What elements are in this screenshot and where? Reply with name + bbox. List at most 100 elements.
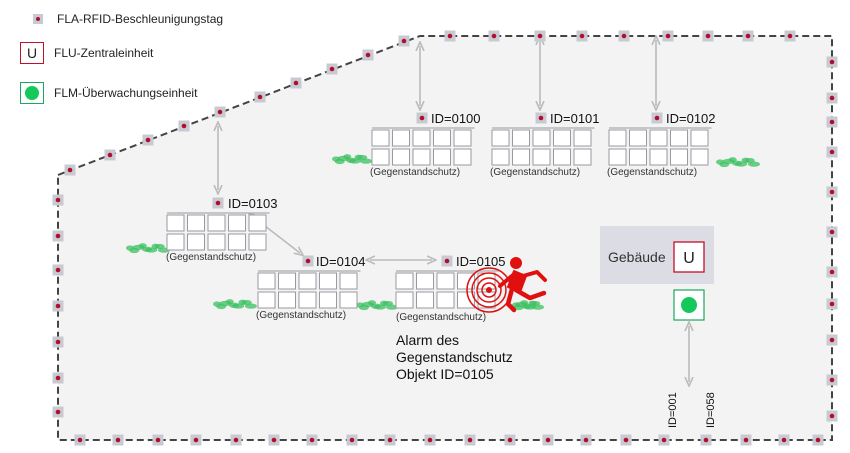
rfid-tag <box>52 194 64 206</box>
grass-cluster <box>512 300 544 311</box>
grass-cluster <box>332 154 372 165</box>
rfid-tag <box>826 186 838 198</box>
rfid-tag <box>702 30 714 42</box>
group-id-tag <box>441 255 453 267</box>
rfid-tag <box>152 434 164 446</box>
rfid-tag <box>362 49 374 61</box>
group-sub-label: (Gegenstandschutz) <box>396 312 486 323</box>
rfid-tag <box>52 230 64 242</box>
rfid-tag <box>444 30 456 42</box>
vertical-id-end: ID=058 <box>705 392 717 428</box>
group-id-label: ID=0101 <box>550 111 600 126</box>
central-unit[interactable] <box>673 241 705 273</box>
group-sub-label: (Gegenstandschutz) <box>490 167 580 178</box>
rfid-tag <box>658 434 670 446</box>
rfid-tag <box>290 77 302 89</box>
group-id-tag <box>302 255 314 267</box>
group-labels: ID=0100 (Gegenstandschutz) ID=0101 (Gege… <box>166 111 716 323</box>
group-id-tag <box>212 197 224 209</box>
rfid-tag <box>268 434 280 446</box>
grass-cluster <box>356 300 398 311</box>
rfid-tag <box>398 35 410 47</box>
rfid-tag <box>112 434 124 446</box>
rfid-tag <box>52 372 64 384</box>
legend-monitor-label: FLM-Überwachungseinheit <box>54 86 198 100</box>
group-sub-label: (Gegenstandschutz) <box>607 167 697 178</box>
group-sub-label: (Gegenstandschutz) <box>256 310 346 321</box>
monitor-unit-icon <box>20 82 44 104</box>
rfid-tag <box>826 410 838 422</box>
rfid-tag <box>620 434 632 446</box>
group-tags <box>212 112 663 267</box>
item-grids <box>166 127 712 309</box>
rfid-tag-icon <box>33 14 43 24</box>
legend-central-row: U FLU-Zentraleinheit <box>8 42 153 64</box>
rfid-tag <box>700 434 712 446</box>
rfid-tag <box>742 30 754 42</box>
alarm-line-2: Gegenstandschutz <box>396 349 513 365</box>
rfid-tag <box>230 434 242 446</box>
rfid-tag <box>812 434 824 446</box>
alarm-message: Alarm des Gegenstandschutz Objekt ID=010… <box>396 332 513 382</box>
alarm-target-icon <box>466 267 512 313</box>
grass-cluster <box>126 243 170 254</box>
rfid-tag <box>384 434 396 446</box>
grass-layer <box>126 154 760 311</box>
rfid-tag <box>826 374 838 386</box>
item-grid-0103 <box>166 212 270 251</box>
group-id-label: ID=0104 <box>316 254 366 269</box>
rfid-tag <box>424 434 436 446</box>
rfid-tag <box>178 120 190 132</box>
rfid-tag <box>52 300 64 312</box>
rfid-tag <box>826 334 838 346</box>
legend-central-label: FLU-Zentraleinheit <box>54 46 154 60</box>
running-thief-icon <box>498 257 547 313</box>
rfid-tag <box>488 30 500 42</box>
group-sub-label: (Gegenstandschutz) <box>166 252 256 263</box>
rfid-tag <box>214 106 226 118</box>
rfid-tag <box>778 434 790 446</box>
group-id-tag <box>535 112 547 124</box>
item-grid-0102 <box>608 127 712 166</box>
perimeter-tags <box>52 30 838 446</box>
alarm-line-3: Objekt ID=0105 <box>396 366 494 382</box>
rfid-tag <box>464 434 476 446</box>
rfid-tag <box>52 264 64 276</box>
rfid-tag <box>142 134 154 146</box>
rfid-tag <box>826 298 838 310</box>
rfid-tag <box>254 91 266 103</box>
rfid-tag <box>826 266 838 278</box>
rfid-tag <box>504 434 516 446</box>
rfid-tag <box>576 30 588 42</box>
rfid-tag <box>306 434 318 446</box>
rfid-tag <box>542 434 554 446</box>
rfid-tag <box>534 30 546 42</box>
item-grid-0105 <box>395 270 499 309</box>
rfid-tag <box>580 434 592 446</box>
grass-cluster <box>716 157 760 168</box>
rfid-tag <box>618 30 630 42</box>
legend-tag-row: FLA-RFID-Beschleunigungstag <box>8 12 223 26</box>
item-grid-0100 <box>371 127 475 166</box>
monitor-unit-dot <box>681 297 697 313</box>
vertical-id-start: ID=001 <box>667 392 679 428</box>
rfid-tag <box>326 63 338 75</box>
alarm-line-1: Alarm des <box>396 332 459 348</box>
rfid-tag <box>190 434 202 446</box>
item-grid-0104 <box>257 270 361 309</box>
grass-cluster <box>213 299 257 310</box>
group-id-tag <box>416 112 428 124</box>
rfid-tag <box>784 30 796 42</box>
rfid-tag <box>826 56 838 68</box>
group-id-label: ID=0105 <box>456 254 506 269</box>
rfid-tag <box>64 164 76 176</box>
building-label: Gebäude <box>608 249 666 265</box>
central-unit-symbol: U <box>683 250 695 267</box>
rfid-tag <box>826 92 838 104</box>
rfid-tag <box>826 116 838 128</box>
rfid-tag <box>104 149 116 161</box>
rfid-tag <box>740 434 752 446</box>
rfid-tag <box>826 146 838 158</box>
group-id-label: ID=0102 <box>666 111 716 126</box>
